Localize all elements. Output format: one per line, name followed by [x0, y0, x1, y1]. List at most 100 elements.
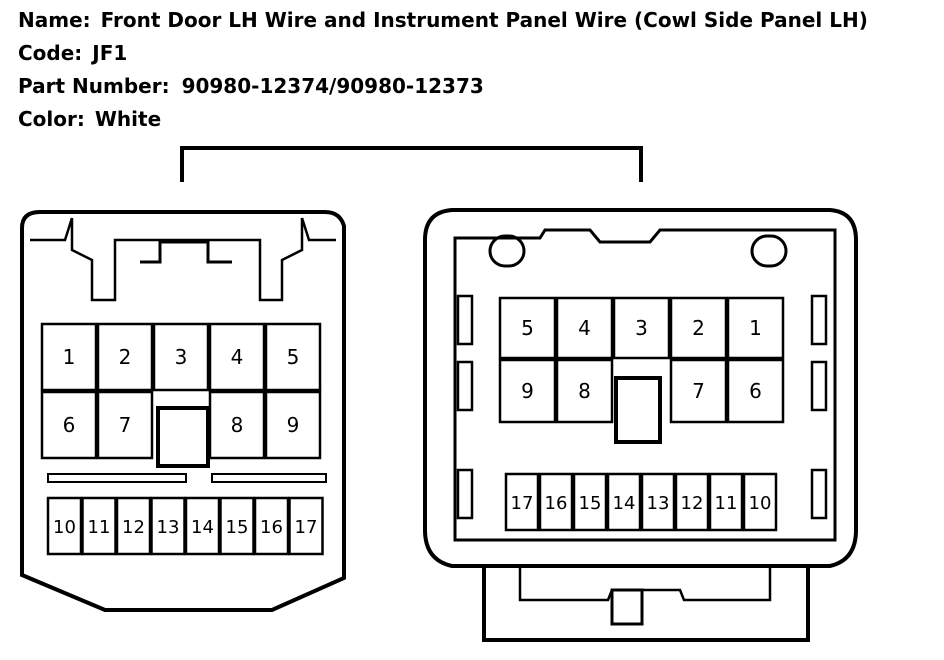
- pin-4: 4: [555, 296, 614, 360]
- right-hole-left: [488, 234, 526, 268]
- left-rib-right: [211, 473, 327, 483]
- pin-label: 10: [53, 517, 76, 538]
- code-label: Code:: [18, 41, 83, 65]
- right-inner-frame: [453, 228, 837, 542]
- pin-cell: [726, 296, 785, 360]
- pin-cell: [219, 496, 255, 556]
- pin-cell: [606, 472, 642, 532]
- pin-label: 12: [122, 517, 145, 538]
- pin-14: 14: [184, 496, 221, 556]
- code-row: Code:JF1: [18, 37, 868, 70]
- pin-1: 1: [726, 296, 785, 360]
- pin-label: 3: [635, 316, 648, 340]
- pin-label: 4: [231, 345, 244, 369]
- pin-cell: [96, 322, 154, 392]
- name-label: Name:: [18, 8, 91, 32]
- pin-8: 8: [555, 358, 614, 424]
- pin-cell: [253, 496, 290, 556]
- part-number-value: 90980-12374/90980-12373: [181, 74, 484, 98]
- pin-cell: [46, 496, 83, 556]
- pin-cell: [40, 322, 98, 392]
- pin-label: 1: [63, 345, 76, 369]
- pin-4: 4: [208, 322, 266, 392]
- right-connector-housing: [423, 208, 858, 568]
- right-side-slot: [456, 294, 474, 346]
- pin-12: 12: [115, 496, 152, 556]
- right-side-slot: [810, 294, 828, 346]
- pin-label: 13: [647, 493, 670, 514]
- pin-label: 16: [260, 517, 283, 538]
- pin-12: 12: [674, 472, 710, 532]
- color-label: Color:: [18, 107, 85, 131]
- pin-cell: [708, 472, 744, 532]
- pin-15: 15: [572, 472, 608, 532]
- pin-label: 15: [579, 493, 602, 514]
- pin-cell: [208, 390, 266, 460]
- pin-cell: [555, 296, 614, 360]
- left-lock-tab: [140, 240, 232, 264]
- pin-label: 13: [157, 517, 180, 538]
- pin-label: 16: [545, 493, 568, 514]
- pin-10: 10: [46, 496, 83, 556]
- pin-10: 10: [742, 472, 778, 532]
- pin-label: 17: [511, 493, 534, 514]
- name-row: Name:Front Door LH Wire and Instrument P…: [18, 4, 868, 37]
- pin-label: 6: [63, 413, 76, 437]
- pin-cell: [264, 390, 322, 460]
- pin-label: 1: [749, 316, 762, 340]
- right-side-slot: [810, 360, 828, 412]
- pin-cell: [152, 322, 210, 392]
- pin-label: 15: [226, 517, 249, 538]
- pin-cell: [504, 472, 540, 532]
- right-lock-tab: [610, 588, 644, 626]
- pin-6: 6: [40, 390, 98, 460]
- pin-cell: [115, 496, 152, 556]
- pin-label: 7: [692, 379, 705, 403]
- pin-9: 9: [264, 390, 322, 460]
- pin-cell: [498, 358, 557, 424]
- pin-cell: [288, 496, 324, 556]
- pin-cell: [572, 472, 608, 532]
- left-rib-left: [47, 473, 187, 483]
- pin-7: 7: [669, 358, 728, 424]
- pin-cell: [498, 296, 557, 360]
- pin-cell: [81, 496, 117, 556]
- pin-cell: [96, 390, 154, 460]
- pin-label: 10: [749, 493, 772, 514]
- pin-cell: [726, 358, 785, 424]
- pin-3: 3: [612, 296, 671, 360]
- part-number-row: Part Number: 90980-12374/90980-12373: [18, 70, 868, 103]
- right-center-key: [614, 376, 662, 444]
- pin-label: 4: [578, 316, 591, 340]
- connector-info: Name:Front Door LH Wire and Instrument P…: [18, 4, 868, 136]
- pin-13: 13: [640, 472, 676, 532]
- pin-label: 2: [119, 345, 132, 369]
- part-number-label: Part Number:: [18, 74, 170, 98]
- pin-7: 7: [96, 390, 154, 460]
- pin-label: 8: [231, 413, 244, 437]
- pin-11: 11: [708, 472, 744, 532]
- pin-17: 17: [288, 496, 324, 556]
- pin-label: 2: [692, 316, 705, 340]
- pin-label: 9: [287, 413, 300, 437]
- pin-cell: [150, 496, 186, 556]
- pin-label: 11: [715, 493, 738, 514]
- pin-16: 16: [538, 472, 574, 532]
- pin-label: 5: [521, 316, 534, 340]
- pin-cell: [264, 322, 322, 392]
- pin-cell: [742, 472, 778, 532]
- pin-17: 17: [504, 472, 540, 532]
- right-hole-right: [750, 234, 788, 268]
- pin-cell: [640, 472, 676, 532]
- pin-label: 7: [119, 413, 132, 437]
- pin-6: 6: [726, 358, 785, 424]
- right-side-slot: [456, 360, 474, 412]
- left-latch-outline: [30, 217, 336, 302]
- pin-label: 8: [578, 379, 591, 403]
- pin-1: 1: [40, 322, 98, 392]
